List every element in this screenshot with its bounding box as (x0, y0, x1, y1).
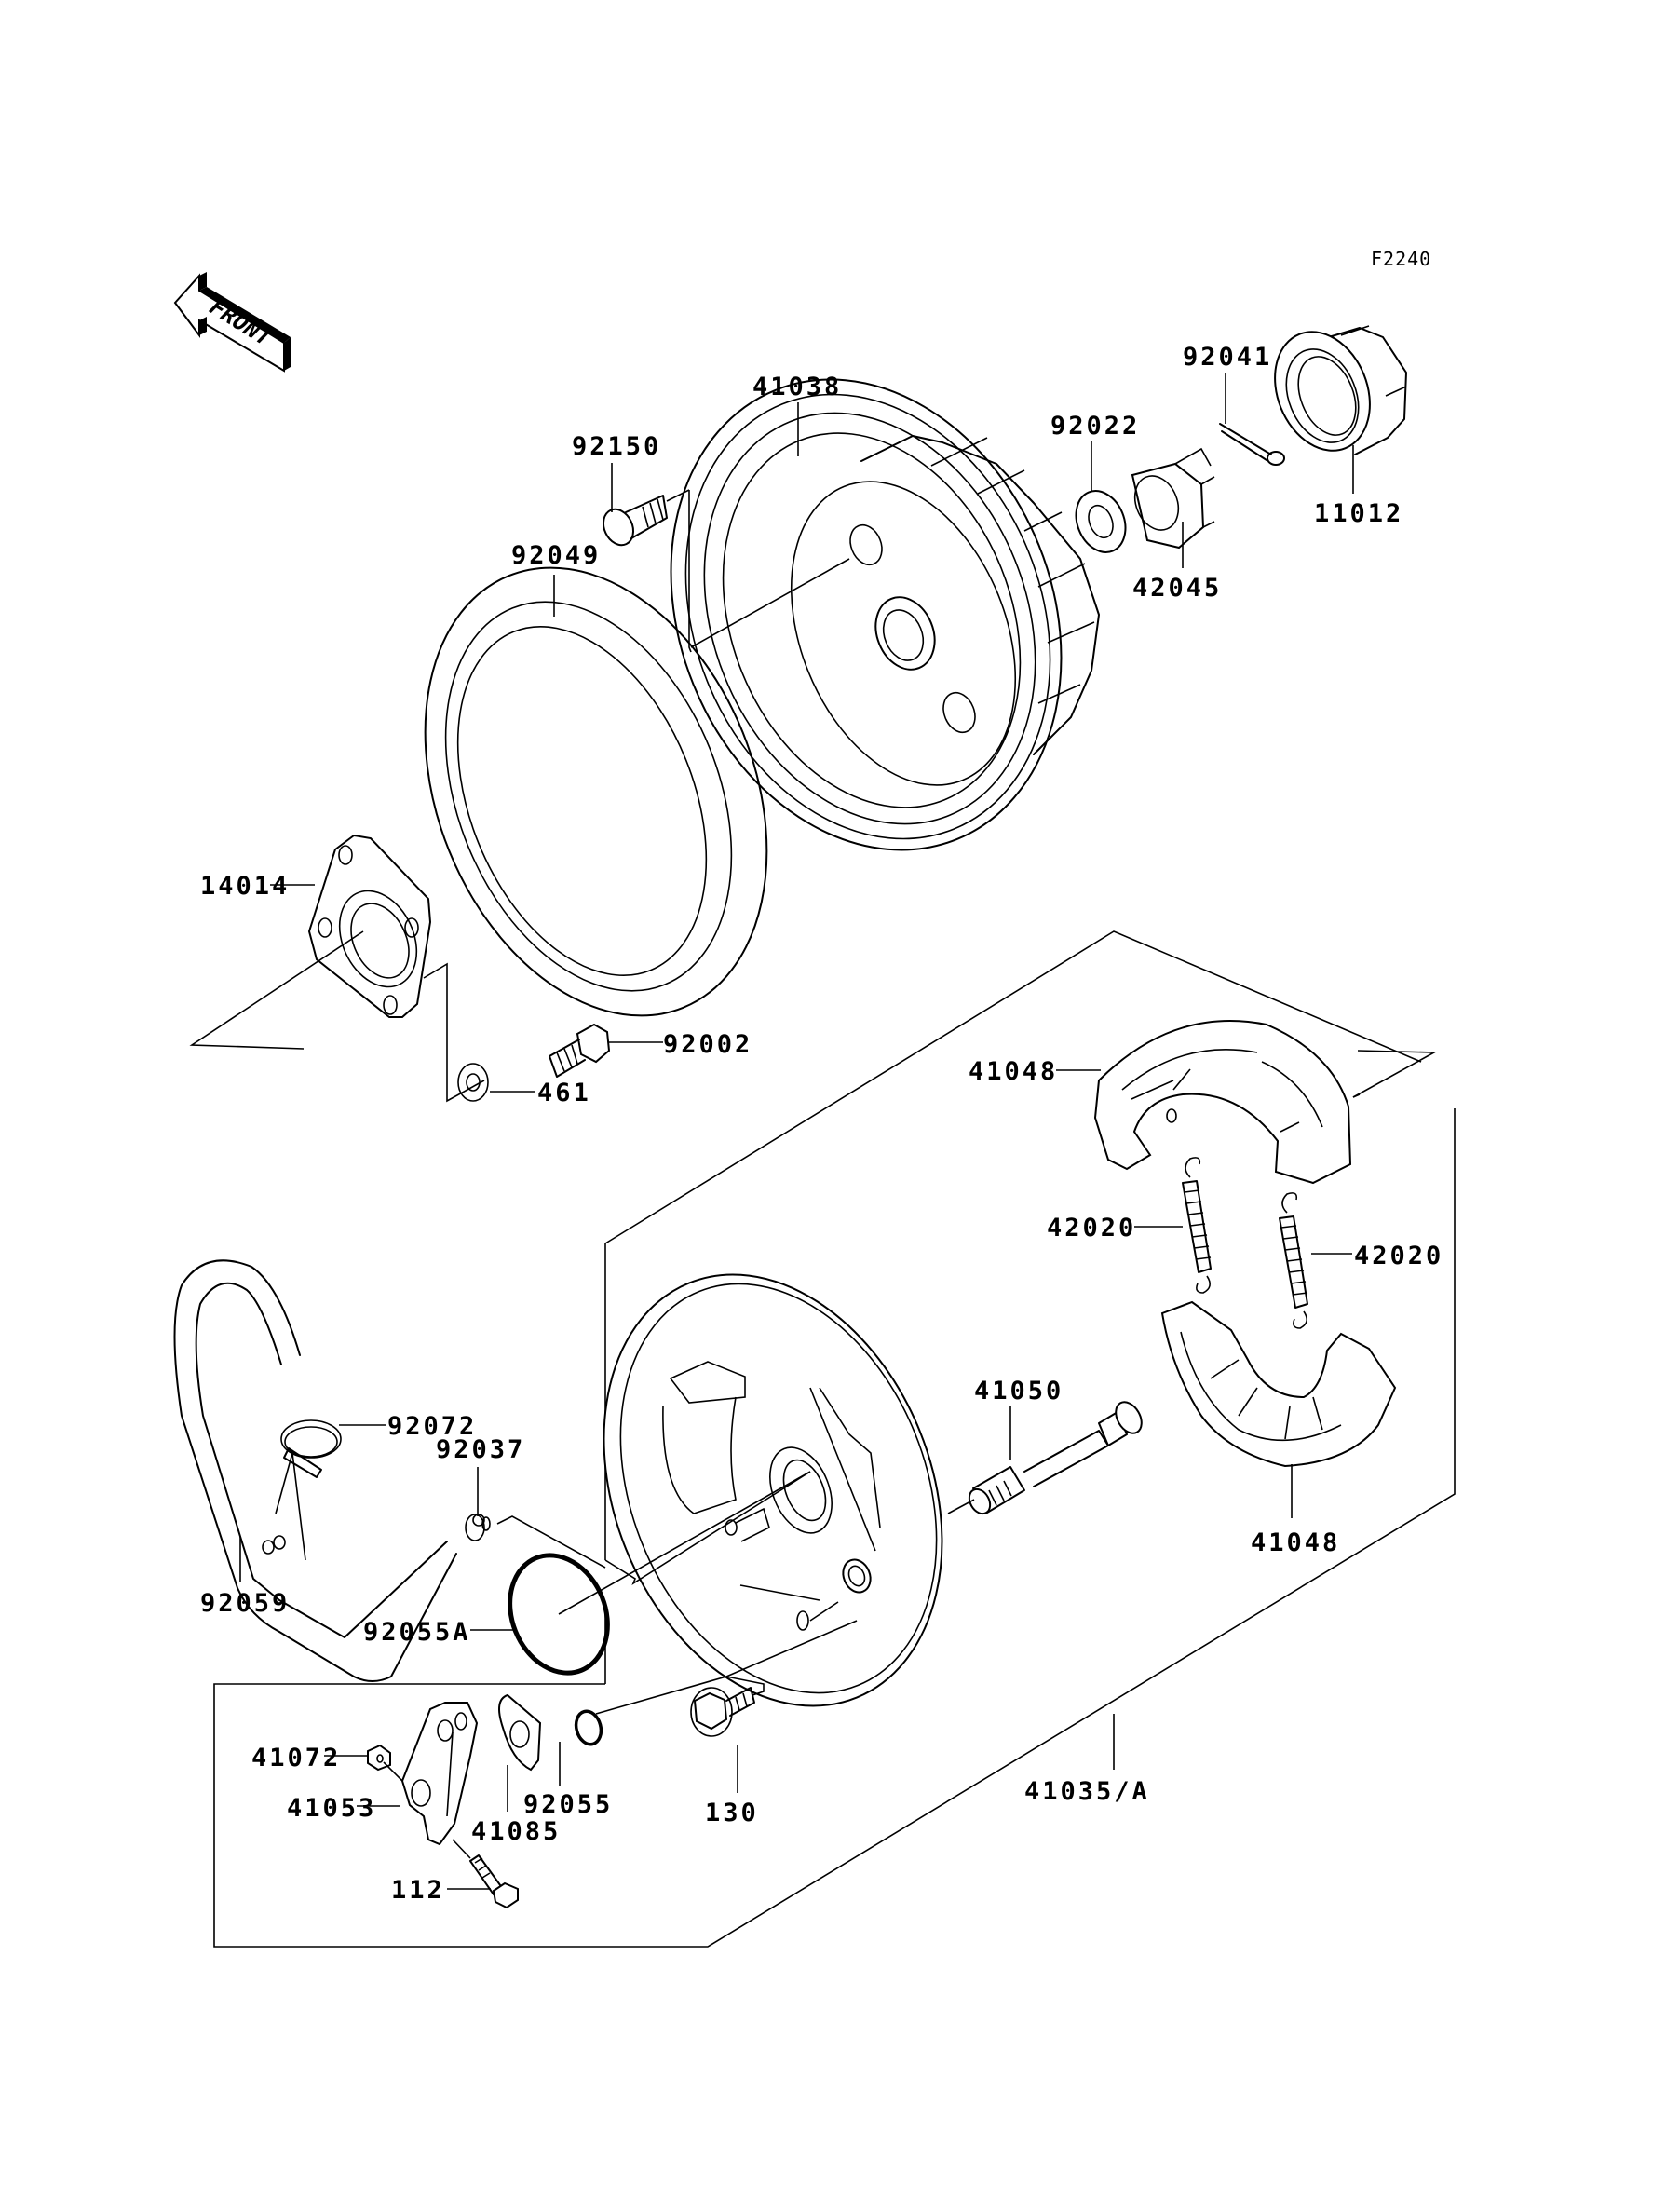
axis-line-112 (452, 1839, 471, 1859)
part-92055-o-ring[interactable] (573, 1708, 604, 1747)
label-92150[interactable]: 92150 (572, 432, 661, 461)
part-41048-brake-shoe-lower[interactable] (1160, 1300, 1397, 1468)
part-41053-brake-lever[interactable] (400, 1702, 479, 1846)
part-41035A-brake-panel[interactable] (542, 1224, 1003, 1757)
label-42020-right[interactable]: 42020 (1354, 1242, 1443, 1270)
part-42020-spring-left[interactable] (1182, 1157, 1212, 1294)
assembly-frame-corner (1352, 1050, 1437, 1098)
label-42020-left[interactable]: 42020 (1047, 1214, 1136, 1243)
label-461[interactable]: 461 (537, 1079, 591, 1107)
assembly-frame-top (604, 930, 1422, 1244)
axis-line-92055A (558, 1471, 811, 1615)
part-92041-cotter-pin[interactable] (1219, 423, 1285, 466)
part-14014-flange[interactable] (307, 834, 432, 1018)
part-92002-bolt[interactable] (549, 1023, 611, 1078)
part-92059-hose[interactable] (173, 1259, 457, 1682)
label-92059[interactable]: 92059 (200, 1589, 290, 1618)
part-42045-castle-nut[interactable] (1127, 447, 1215, 550)
label-92072[interactable]: 92072 (387, 1412, 477, 1441)
assembly-axis-line (690, 558, 850, 648)
label-41072[interactable]: 41072 (251, 1744, 341, 1772)
axis-line-130 (725, 1676, 765, 1696)
label-92055A[interactable]: 92055A (363, 1618, 471, 1647)
figure-code: F2240 (1371, 248, 1431, 270)
label-92002[interactable]: 92002 (663, 1030, 752, 1059)
part-41050-camshaft[interactable] (965, 1397, 1146, 1517)
label-11012[interactable]: 11012 (1314, 499, 1403, 528)
part-92072-hose-clamp[interactable] (275, 1419, 342, 1561)
axis-line-41050 (947, 1499, 975, 1514)
assembly-line-461 (423, 962, 485, 1103)
part-92055A-o-ring[interactable] (493, 1541, 624, 1688)
label-41053[interactable]: 41053 (287, 1794, 376, 1823)
label-92041[interactable]: 92041 (1183, 343, 1272, 372)
assembly-frame-outline (213, 1108, 1456, 1948)
axis-line-92055 (595, 1676, 727, 1715)
label-41048-lower[interactable]: 41048 (1251, 1528, 1340, 1557)
part-92150-bolt[interactable] (598, 489, 692, 653)
label-92037[interactable]: 92037 (436, 1435, 525, 1464)
front-arrow-icon: FRONT (173, 272, 291, 373)
part-41048-brake-shoe-upper[interactable] (1093, 1020, 1352, 1185)
part-92049-seal[interactable] (362, 517, 831, 1067)
part-41085-indicator-plate[interactable] (498, 1693, 542, 1772)
label-92055[interactable]: 92055 (523, 1790, 613, 1819)
part-92037-clip[interactable] (465, 1514, 491, 1541)
label-41038[interactable]: 41038 (752, 373, 842, 401)
label-41048-upper[interactable]: 41048 (969, 1057, 1058, 1086)
label-112[interactable]: 112 (391, 1876, 445, 1905)
axis-line-92037 (496, 1515, 606, 1569)
axis-line-panel-lower (725, 1620, 858, 1677)
part-130-flange-bolt[interactable] (690, 1687, 755, 1737)
label-41035A[interactable]: 41035/A (1024, 1777, 1150, 1806)
frame-tick (1352, 1093, 1361, 1098)
part-92022-washer[interactable] (1067, 483, 1134, 560)
part-42020-spring-right[interactable] (1279, 1192, 1308, 1329)
label-92049[interactable]: 92049 (511, 541, 601, 570)
part-112-bolt[interactable] (469, 1854, 519, 1909)
axis-line-41072 (383, 1761, 403, 1782)
label-41085[interactable]: 41085 (471, 1817, 561, 1846)
part-41038-brake-drum[interactable] (603, 320, 1130, 909)
label-41050[interactable]: 41050 (974, 1377, 1064, 1406)
label-130[interactable]: 130 (705, 1799, 759, 1827)
part-11012-cap[interactable] (1258, 318, 1407, 465)
axis-line-panel-upper (604, 1471, 811, 1585)
assembly-line-14014 (189, 930, 364, 1050)
label-92022[interactable]: 92022 (1050, 412, 1140, 441)
part-461-lock-washer[interactable] (457, 1063, 489, 1102)
label-42045[interactable]: 42045 (1132, 574, 1222, 603)
label-14014[interactable]: 14014 (200, 872, 290, 901)
